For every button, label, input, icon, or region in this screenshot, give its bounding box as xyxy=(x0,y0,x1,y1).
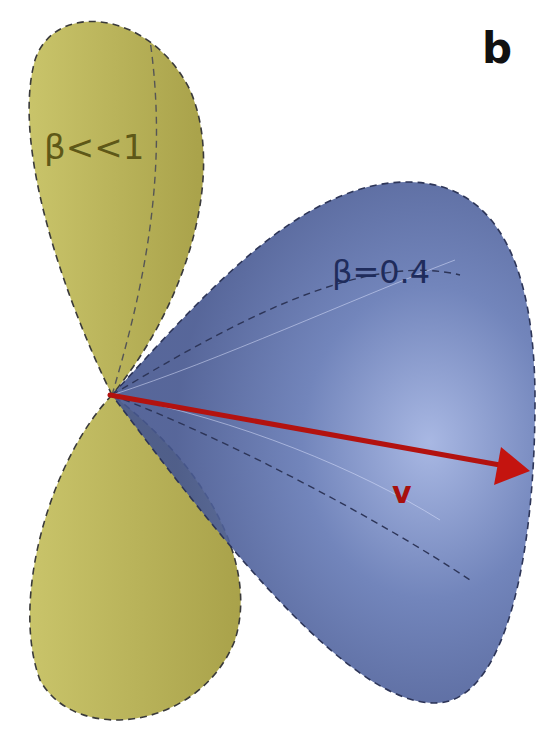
cone-inner xyxy=(112,260,455,520)
cone-lower xyxy=(112,395,470,580)
arrow-head xyxy=(494,447,530,485)
forward-lobe xyxy=(112,182,535,703)
beta-label: β=0.4 xyxy=(332,256,430,288)
beta-label: β<<1 xyxy=(44,130,144,164)
cone-upper xyxy=(112,270,460,395)
velocity-label: v xyxy=(392,478,412,508)
panel-letter: b xyxy=(482,28,512,70)
lobe-seam xyxy=(112,40,156,395)
velocity-arrow xyxy=(110,395,500,465)
